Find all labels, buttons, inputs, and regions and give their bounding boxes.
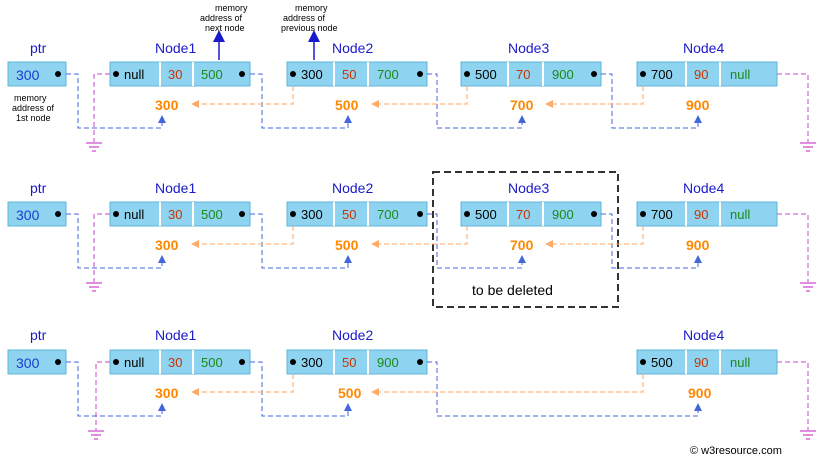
prev-node-note-3: previous node xyxy=(281,23,338,33)
node1-data: 30 xyxy=(168,67,182,82)
node2-data: 50 xyxy=(342,207,356,222)
node4-addr: 900 xyxy=(686,97,710,113)
node1-title: Node1 xyxy=(155,180,196,196)
ptr-value: 300 xyxy=(16,67,40,83)
node4-addr: 900 xyxy=(686,237,710,253)
node2-data: 50 xyxy=(342,355,356,370)
next-node-note-1: memory xyxy=(215,3,248,13)
node1-title: Node1 xyxy=(155,327,196,343)
row-2: ptr 300 to be deleted Node1 null 30 500 … xyxy=(7,171,816,308)
node4-prev: 700 xyxy=(651,207,673,222)
node4-next: null xyxy=(730,355,750,370)
ptr-label: ptr xyxy=(30,327,47,343)
node4-box xyxy=(636,201,778,227)
node1-addr: 300 xyxy=(155,385,179,401)
node2-title: Node2 xyxy=(332,327,373,343)
first-node-note-1: memory xyxy=(14,93,47,103)
next-node-note-2: address of xyxy=(200,13,243,23)
node2-box xyxy=(286,201,428,227)
node3-title: Node3 xyxy=(508,180,549,196)
ptr-value: 300 xyxy=(16,355,40,371)
node3-box xyxy=(460,61,602,87)
next-node-note-3: next node xyxy=(205,23,245,33)
node4-title: Node4 xyxy=(683,180,724,196)
node1-title: Node1 xyxy=(155,40,196,56)
node4-prev: 700 xyxy=(651,67,673,82)
node2-addr: 500 xyxy=(335,97,359,113)
node4-prev: 500 xyxy=(651,355,673,370)
node2-prev: 300 xyxy=(301,355,323,370)
node1-prev: null xyxy=(124,67,144,82)
watermark: © w3resource.com xyxy=(690,445,782,457)
node3-addr: 700 xyxy=(510,237,534,253)
node1-data: 30 xyxy=(168,355,182,370)
first-node-note-3: 1st node xyxy=(16,113,51,123)
node4-next: null xyxy=(730,67,750,82)
to-be-deleted-box xyxy=(432,171,619,308)
node1-prev: null xyxy=(124,207,144,222)
prev-node-note-1: memory xyxy=(295,3,328,13)
node2-prev: 300 xyxy=(301,207,323,222)
node2-title: Node2 xyxy=(332,180,373,196)
node3-prev: 500 xyxy=(475,67,497,82)
node2-next: 900 xyxy=(377,355,399,370)
ptr-value: 300 xyxy=(16,207,40,223)
node4-data: 90 xyxy=(694,67,708,82)
first-node-note-2: address of xyxy=(12,103,55,113)
node2-data: 50 xyxy=(342,67,356,82)
to-be-deleted-label: to be deleted xyxy=(472,282,553,298)
row-1: ptr 300 memory address of 1st node memor… xyxy=(7,3,816,152)
node2-box xyxy=(286,349,428,375)
node4-addr: 900 xyxy=(688,385,712,401)
node4-next: null xyxy=(730,207,750,222)
node2-next: 700 xyxy=(377,207,399,222)
node1-box xyxy=(109,61,251,87)
node4-title: Node4 xyxy=(683,327,724,343)
node2-prev: 300 xyxy=(301,67,323,82)
node2-addr: 500 xyxy=(335,237,359,253)
node1-box xyxy=(109,201,251,227)
node4-data: 90 xyxy=(694,355,708,370)
ptr-label: ptr xyxy=(30,40,47,56)
node2-next: 700 xyxy=(377,67,399,82)
node3-data: 70 xyxy=(516,207,530,222)
node2-addr: 500 xyxy=(338,385,362,401)
node1-data: 30 xyxy=(168,207,182,222)
node4-data: 90 xyxy=(694,207,708,222)
node1-prev: null xyxy=(124,355,144,370)
node2-box xyxy=(286,61,428,87)
node1-addr: 300 xyxy=(155,97,179,113)
node4-title: Node4 xyxy=(683,40,724,56)
node3-box xyxy=(460,201,602,227)
node3-next: 900 xyxy=(552,207,574,222)
prev-node-note-2: address of xyxy=(283,13,326,23)
node3-prev: 500 xyxy=(475,207,497,222)
node1-addr: 300 xyxy=(155,237,179,253)
node3-title: Node3 xyxy=(508,40,549,56)
node1-next: 500 xyxy=(201,67,223,82)
node1-next: 500 xyxy=(201,207,223,222)
ptr-label: ptr xyxy=(30,180,47,196)
ptr-dot xyxy=(55,71,61,77)
node2-title: Node2 xyxy=(332,40,373,56)
row-3: ptr 300 Node1 null 30 500 300 Node2 300 … xyxy=(7,327,816,440)
node1-next: 500 xyxy=(201,355,223,370)
node3-data: 70 xyxy=(516,67,530,82)
node3-next: 900 xyxy=(552,67,574,82)
node3-addr: 700 xyxy=(510,97,534,113)
node1-box xyxy=(109,349,251,375)
